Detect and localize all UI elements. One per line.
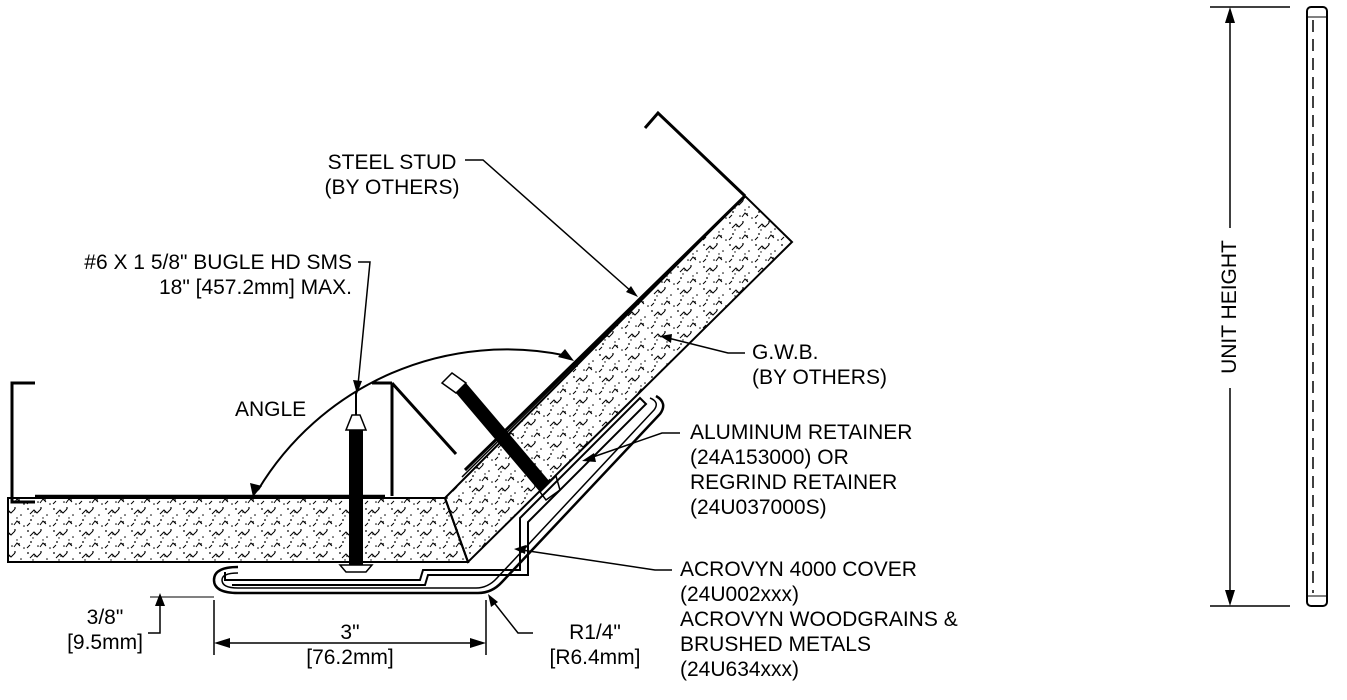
label-dim-radius: R1/4" [R6.4mm] <box>549 621 641 669</box>
elevation-cover <box>1306 6 1328 607</box>
label-unit-height: UNIT HEIGHT <box>1218 240 1241 374</box>
acrovyn-cover-inner <box>221 397 657 589</box>
leader-retainer <box>589 432 680 459</box>
label-retainer: ALUMINUM RETAINER (24A153000) OR REGRIND… <box>690 421 913 519</box>
dim-thickness-leader <box>148 598 161 634</box>
angle-arc <box>257 348 569 491</box>
angle-arrow-left <box>250 483 262 497</box>
label-dim-leg: 3" [76.2mm] <box>306 621 394 669</box>
leader-gwb <box>667 337 745 354</box>
label-dim-thickness: 3/8" [9.5mm] <box>67 606 143 654</box>
label-gwb: G.W.B. (BY OTHERS) <box>752 341 887 389</box>
leader-screw <box>357 261 371 386</box>
vertical-screw <box>338 392 374 573</box>
label-screw: #6 X 1 5/8" BUGLE HD SMS 18" [457.2mm] M… <box>84 251 352 299</box>
dim-radius-leader <box>491 599 533 634</box>
center-steel-stud <box>372 381 458 496</box>
angled-stud-face <box>461 200 741 478</box>
gwb-joint <box>444 497 469 563</box>
leader-steel-stud <box>465 159 633 293</box>
acrovyn-cover <box>212 394 665 595</box>
label-angle: ANGLE <box>235 398 307 421</box>
label-steel-stud: STEEL STUD (BY OTHERS) <box>324 151 460 199</box>
angle-arrow-right <box>558 349 574 361</box>
label-cover: ACROVYN 4000 COVER (24U002xxx) ACROVYN W… <box>680 558 958 681</box>
left-steel-stud <box>10 381 35 504</box>
retainer <box>224 396 648 586</box>
gwb-horizontal <box>7 497 470 563</box>
leader-cover <box>521 549 672 571</box>
